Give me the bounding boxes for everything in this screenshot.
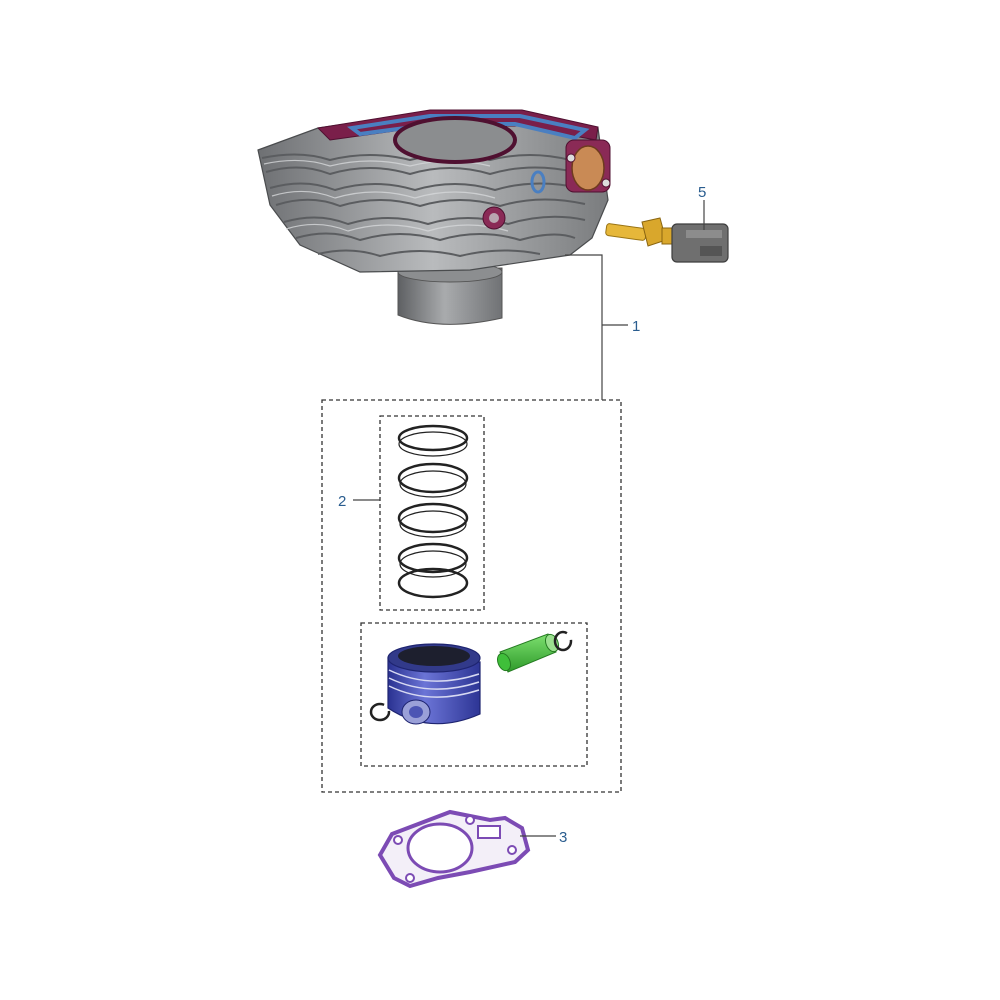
- callout-2: 2: [338, 493, 346, 510]
- piston: [387, 643, 481, 725]
- cooling-fins: [261, 153, 586, 258]
- piston-kit-box: [321, 399, 622, 793]
- piston-ring: [397, 542, 469, 574]
- piston-rings-box: [379, 415, 485, 611]
- head-gasket-outline: [346, 114, 590, 141]
- piston-assembly-box: [360, 622, 588, 767]
- piston-ring: [397, 567, 469, 599]
- piston-pin-circlip: [369, 702, 391, 722]
- cylinder-side-port: [565, 139, 611, 193]
- leader-line-1: [565, 254, 603, 400]
- piston-assembly-group: [360, 622, 588, 767]
- cylinder-base-gasket: [377, 809, 531, 889]
- piston-ring: [397, 462, 469, 494]
- sensor-connector: [671, 223, 729, 263]
- piston-ring: [397, 424, 469, 452]
- cylinder-liner: [397, 267, 503, 325]
- callout-1: 1: [632, 318, 640, 335]
- piston-rings-group: [379, 415, 485, 611]
- temperature-sensor: [605, 217, 729, 263]
- callout-5: 5: [698, 184, 706, 201]
- piston-pin-circlip: [553, 630, 573, 652]
- cylinder-block: [257, 109, 611, 325]
- piston-ring: [397, 502, 469, 534]
- cylinder-bore: [393, 116, 517, 164]
- piston-pin: [496, 633, 560, 673]
- callout-3: 3: [559, 829, 567, 846]
- blue-seal-ring: [530, 170, 546, 194]
